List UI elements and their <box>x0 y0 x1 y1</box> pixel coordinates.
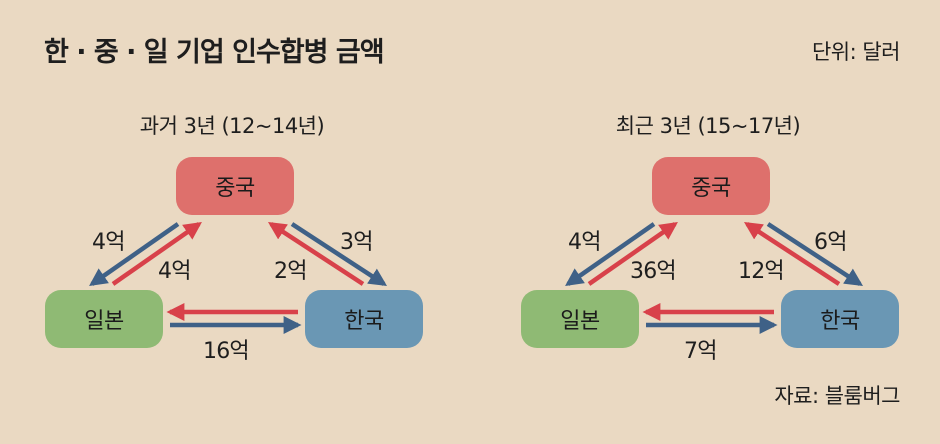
flow-china-to-japan-past: 4억 <box>92 230 125 255</box>
flow-china-to-korea-recent: 6억 <box>814 230 847 255</box>
arrow-japan-to-china-1 <box>111 221 202 286</box>
flow-japan-to-korea-past: 16억 <box>203 339 250 364</box>
arrow-korea-to-china-2 <box>743 222 841 286</box>
flow-china-to-japan-recent: 4억 <box>568 230 601 255</box>
arrow-china-to-japan-1 <box>89 222 180 287</box>
flow-korea-to-china-past: 2억 <box>274 259 307 284</box>
node-japan-past: 일본 <box>45 290 163 348</box>
arrow-china-to-japan-2 <box>565 222 656 287</box>
node-korea-recent: 한국 <box>781 290 899 348</box>
flow-japan-to-korea-recent: 7억 <box>684 339 717 364</box>
node-korea-past: 한국 <box>305 290 423 348</box>
flow-japan-to-china-past: 4억 <box>158 259 191 284</box>
arrow-china-to-korea-1 <box>290 222 388 286</box>
flow-korea-to-china-recent: 12억 <box>738 259 785 284</box>
source-label: 자료: 블룸버그 <box>774 384 900 408</box>
unit-label: 단위: 달러 <box>811 40 901 64</box>
arrow-korea-to-china-1 <box>267 222 365 286</box>
panel-title-past: 과거 3년 (12~14년) <box>139 114 325 138</box>
panel-title-recent: 최근 3년 (15~17년) <box>615 114 801 138</box>
flow-china-to-korea-past: 3억 <box>340 230 373 255</box>
arrow-china-to-korea-2 <box>766 222 864 286</box>
flow-japan-to-china-recent: 36억 <box>630 259 677 284</box>
arrow-japan-to-china-2 <box>587 221 678 286</box>
node-china-past: 중국 <box>176 157 294 215</box>
node-japan-recent: 일본 <box>521 290 639 348</box>
chart-title: 한 · 중 · 일 기업 인수합병 금액 <box>44 37 385 68</box>
node-china-recent: 중국 <box>652 157 770 215</box>
